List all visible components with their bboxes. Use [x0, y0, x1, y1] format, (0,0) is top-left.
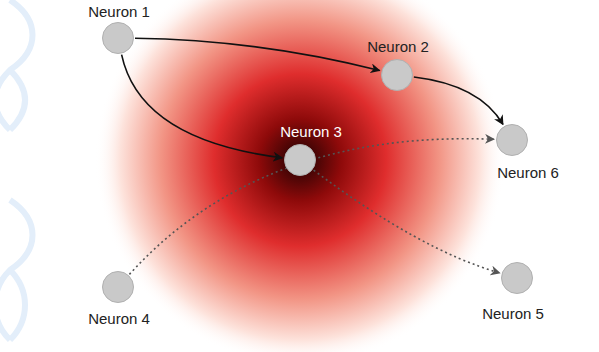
neuron-circle: Neuron 2: [381, 59, 413, 91]
side-ornament: [0, 0, 33, 340]
synapse-arrow: [135, 38, 380, 70]
neuron-label: Neuron 6: [497, 164, 559, 182]
synapse-arrow: [122, 55, 283, 158]
neuron-label: Neuron 5: [482, 305, 544, 323]
neuron-circle: Neuron 5: [501, 262, 533, 294]
synapse-arrow: [414, 77, 503, 124]
neuron-circle: Neuron 6: [496, 124, 528, 156]
neuron-circle: Neuron 4: [102, 271, 134, 303]
neuron-circle: Neuron 1: [102, 22, 134, 54]
neuron-label: Neuron 3: [280, 123, 342, 141]
neuron-label: Neuron 2: [367, 38, 429, 56]
synapse-arrow: [129, 139, 494, 275]
neuron-label: Neuron 4: [88, 310, 150, 328]
field-glow: [95, 0, 505, 352]
neuron-circle: Neuron 3: [284, 144, 316, 176]
neuron-label: Neuron 1: [88, 3, 150, 21]
synapse-arrow: [314, 170, 500, 273]
